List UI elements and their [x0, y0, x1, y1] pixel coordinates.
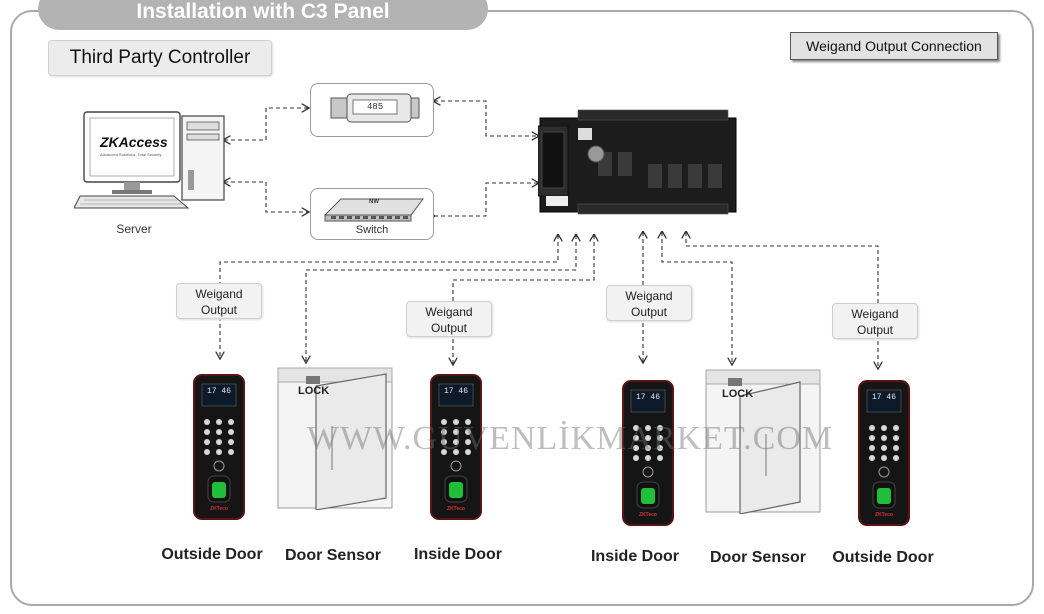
converter-label: 485 — [367, 102, 384, 112]
watermark-text: WWW.GUVENLİKMARKET.COM — [306, 420, 834, 457]
line-panel-reader4 — [686, 232, 878, 368]
caption-inside-door-left: Inside Door — [413, 546, 502, 563]
rs485-converter-box: 485 — [310, 83, 434, 137]
reader-4-brand: ZKTeco — [875, 512, 893, 518]
weigand-output-label-1: Weigand Output — [176, 283, 262, 319]
line-panel-reader2 — [453, 235, 594, 364]
c3-panel-board — [537, 108, 738, 216]
weigand-output-label-4: Weigand Output — [832, 303, 918, 339]
reader-1-clock: 17 46 — [207, 387, 232, 396]
connection-type-label: Weigand Output Connection — [790, 32, 998, 60]
lock-label-1: LOCK — [298, 385, 330, 397]
switch-caption: Switch — [355, 224, 389, 236]
server-caption: Server — [116, 222, 152, 236]
reader-2-brand: ZKTeco — [447, 506, 465, 512]
reader-4-clock: 17 46 — [872, 393, 897, 402]
server-computer: ZKAccess Advanced Solutions, Total Secur… — [73, 110, 234, 225]
caption-inside-door-right: Inside Door — [590, 548, 679, 565]
line-server-switch — [224, 182, 308, 212]
reader-3-brand: ZKTeco — [639, 512, 657, 518]
door-with-lock-1: LOCK — [276, 366, 394, 511]
fingerprint-reader-3: 17 46 ZKTeco — [622, 380, 674, 526]
reader-3-clock: 17 46 — [636, 393, 661, 402]
line-server-converter — [224, 108, 308, 140]
network-switch-box: NW Switch — [310, 188, 434, 240]
reader-1-brand: ZKTeco — [210, 506, 228, 512]
fingerprint-reader-2: 17 46 ZKTeco — [430, 374, 482, 520]
line-panel-sensor1 — [306, 235, 576, 362]
reader-2-clock: 17 46 — [444, 387, 469, 396]
caption-outside-door-left: Outside Door — [161, 546, 263, 563]
fingerprint-reader-4: 17 46 ZKTeco — [858, 380, 910, 526]
door-with-lock-2: LOCK — [704, 368, 822, 515]
weigand-output-label-2: Weigand Output — [406, 301, 492, 337]
zkaccess-tagline: Advanced Solutions, Total Security — [100, 152, 162, 157]
lock-label-2: LOCK — [722, 388, 754, 400]
caption-door-sensor-left: Door Sensor — [284, 547, 381, 564]
line-panel-reader1 — [220, 235, 558, 358]
switch-badge: NW — [369, 199, 379, 205]
line-switch-panel — [434, 183, 538, 216]
caption-door-sensor-right: Door Sensor — [709, 549, 806, 566]
third-party-controller-label: Third Party Controller — [48, 40, 272, 76]
diagram-title: Installation with C3 Panel — [38, 0, 488, 30]
zkaccess-logo: ZKAccess — [100, 134, 168, 150]
caption-outside-door-right: Outside Door — [832, 549, 934, 566]
weigand-output-label-3: Weigand Output — [606, 285, 692, 321]
fingerprint-reader-1: 17 46 ZKTeco — [193, 374, 245, 520]
line-converter-panel — [434, 101, 538, 136]
